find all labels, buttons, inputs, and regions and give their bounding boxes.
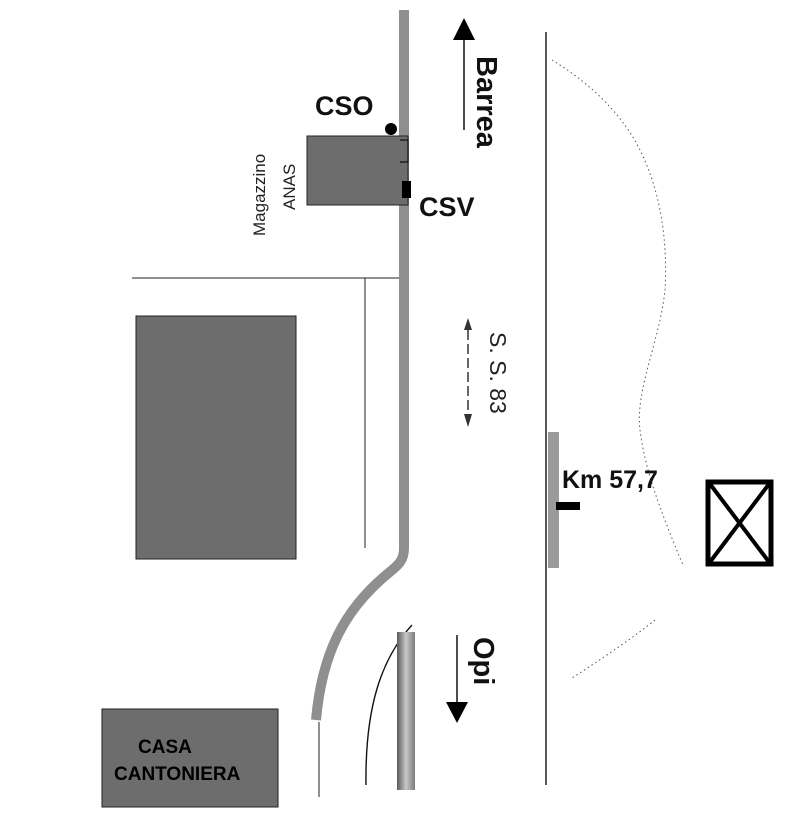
main-road-gray-edge [311, 10, 409, 721]
ss83-arrow-down-head-icon [464, 414, 472, 427]
label-km: Km 57,7 [562, 466, 658, 494]
building-magazzino-anas [306, 135, 409, 206]
ss83-arrow-up-head-icon [464, 318, 472, 330]
arrow-up-icon [453, 18, 475, 40]
csv-marker-icon [402, 181, 411, 198]
building-magazzino-notch [400, 139, 409, 163]
road-gray-stub [397, 632, 415, 790]
label-barrea: Barrea [470, 56, 502, 149]
label-casa-line1: CASA [138, 737, 192, 758]
building-casa-cantoniera [101, 708, 279, 808]
label-magazzino-line1: Magazzino [250, 154, 269, 236]
dotted-boundary-line-lower [571, 619, 656, 679]
dotted-boundary-line [551, 59, 684, 566]
km-post-strip [548, 432, 559, 568]
km-marker-bar [556, 502, 580, 510]
building-large-left [135, 315, 297, 560]
label-cso: CSO [315, 91, 374, 121]
label-opi: Opi [467, 637, 499, 685]
label-magazzino-line2: ANAS [280, 164, 299, 210]
label-csv: CSV [419, 192, 475, 222]
cso-marker-icon [385, 123, 397, 135]
crossed-box-icon [705, 479, 774, 567]
label-casa-line2: CANTONIERA [114, 764, 241, 785]
arrow-down-icon [446, 702, 468, 723]
label-road-name: S. S. 83 [485, 332, 511, 414]
